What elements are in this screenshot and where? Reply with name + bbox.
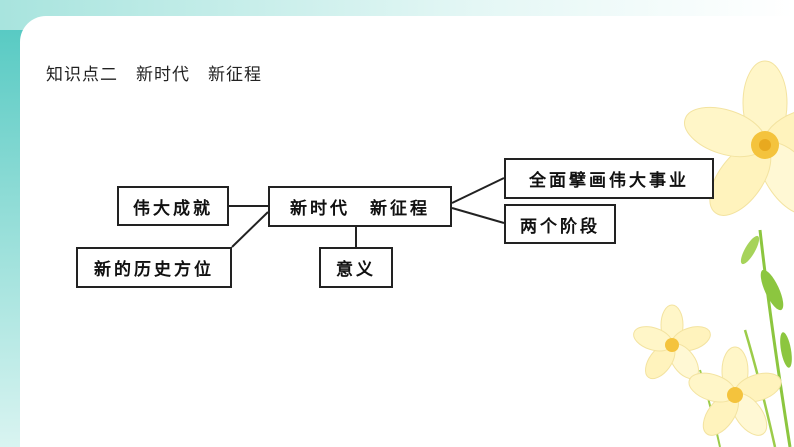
node-left-bottom: 新的历史方位 (76, 247, 232, 288)
connector-right-top (451, 177, 505, 204)
node-bottom: 意义 (319, 247, 393, 288)
node-right-bottom: 两个阶段 (504, 204, 616, 244)
node-right-top: 全面擘画伟大事业 (504, 158, 714, 199)
connector-right-bottom (451, 207, 505, 224)
section-heading: 知识点二 新时代 新征程 (46, 65, 262, 85)
node-center: 新时代 新征程 (268, 186, 452, 227)
content-panel (20, 16, 794, 447)
connector-left-bottom (231, 211, 269, 248)
node-left-top: 伟大成就 (117, 186, 229, 226)
